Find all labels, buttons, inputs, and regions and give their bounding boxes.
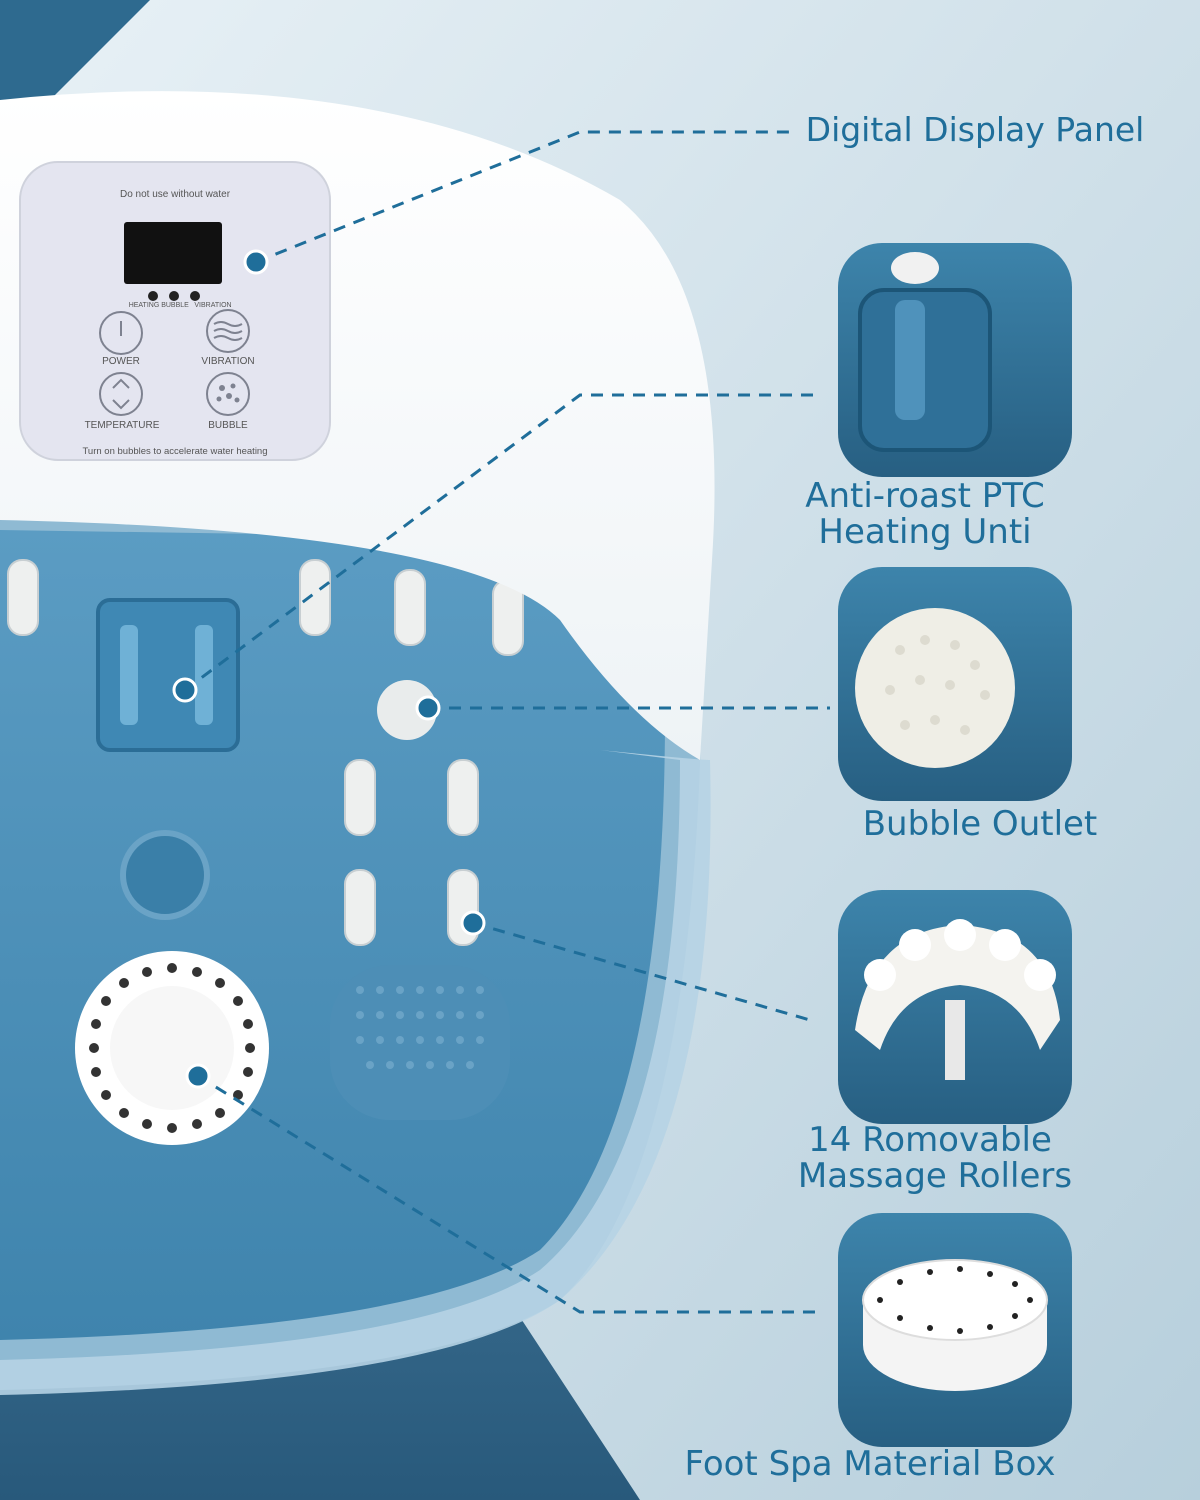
callout-box-label: Foot Spa Material Box [684, 1444, 1056, 1484]
bubble-button-label: BUBBLE [208, 420, 248, 431]
background-corner [0, 0, 150, 110]
led-display [124, 222, 222, 284]
heating-unit [96, 598, 240, 752]
indicator-vibration-label: VIBRATION [194, 302, 232, 309]
callout-heating-label-line1: Anti-roast PTC [805, 476, 1045, 516]
temperature-button-label: TEMPERATURE [84, 420, 160, 431]
temperature-icon[interactable] [99, 372, 143, 416]
massage-rollers [7, 559, 524, 946]
callout-dot-bubble [415, 695, 441, 721]
indicator-bubble-label: BUBBLE [161, 302, 189, 309]
bubble-outlet-thumbnail [838, 567, 1072, 801]
callout-dot-display [243, 249, 269, 275]
callout-dot-heating [172, 677, 198, 703]
callout-rollers-label-line2: Massage Rollers [797, 1156, 1073, 1196]
callout-rollers-label-line1: 14 Romovable [808, 1120, 1052, 1160]
power-icon[interactable] [99, 311, 143, 355]
callout-dot-rollers [460, 910, 486, 936]
callout-lines [184, 130, 830, 1314]
heating-unit-thumbnail [838, 243, 1072, 477]
indicator-bubble-led [169, 291, 179, 301]
indicator-heating-led [148, 291, 158, 301]
panel-hint: Turn on bubbles to accelerate water heat… [82, 446, 268, 457]
bubble-icon[interactable] [206, 372, 250, 416]
power-button-label: POWER [102, 356, 140, 367]
callout-bubble-label: Bubble Outlet [862, 804, 1098, 844]
vibration-button-label: VIBRATION [201, 356, 255, 367]
indicator-heating-label: HEATING [128, 302, 160, 309]
control-panel [19, 161, 331, 461]
material-box-thumbnail [838, 1213, 1072, 1447]
vibration-icon[interactable] [206, 309, 250, 353]
massage-roller-thumbnail [838, 890, 1072, 1124]
bubble-outlet [377, 680, 437, 740]
callout-display-label: Digital Display Panel [805, 110, 1145, 149]
indicator-vibration-led [190, 291, 200, 301]
panel-warning: Do not use without water [119, 189, 231, 200]
callout-dot-box [185, 1063, 211, 1089]
callout-heating-label-line2: Heating Unti [818, 512, 1032, 552]
foot-basin [0, 500, 711, 1395]
